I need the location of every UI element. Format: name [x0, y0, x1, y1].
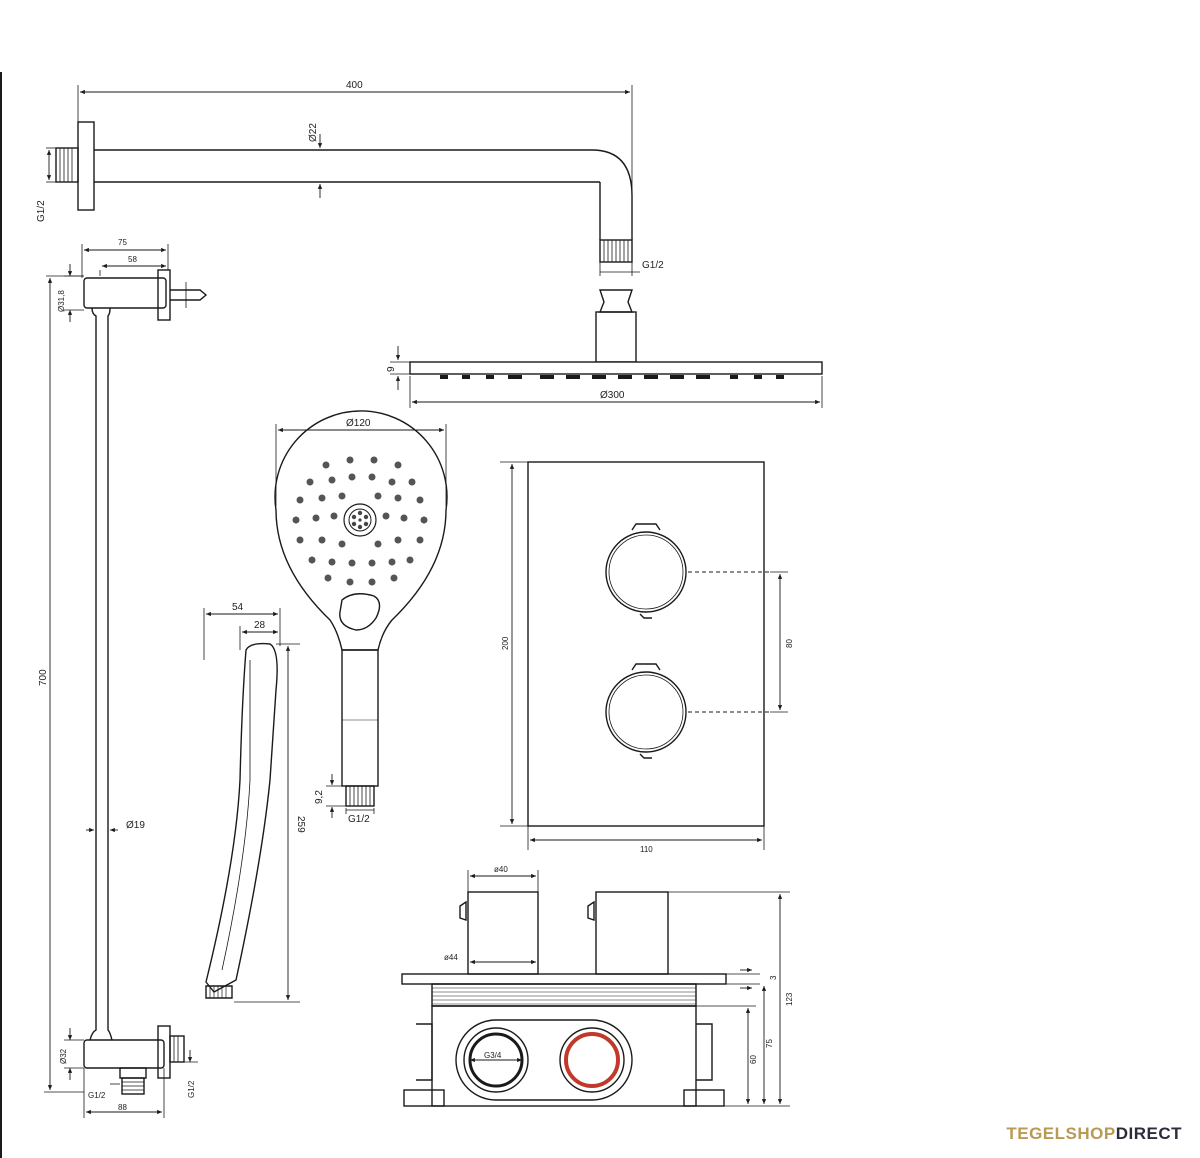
- dim-hand-side-54: 54: [232, 602, 244, 613]
- dim-wall-thread: G1/2: [36, 200, 47, 222]
- dim-bar-bottom-diameter: Ø32: [59, 1048, 68, 1064]
- dim-bar-bottom-88: 88: [118, 1103, 127, 1112]
- dim-arm-diameter: Ø22: [308, 123, 319, 142]
- dim-valve-123: 123: [785, 992, 794, 1006]
- dim-valve-75: 75: [765, 1039, 774, 1048]
- dim-valve-60: 60: [749, 1055, 758, 1064]
- dim-hand-thread: G1/2: [348, 814, 370, 825]
- dim-bar-tube-diameter: Ø19: [126, 820, 145, 831]
- hand-shower-front: [274, 410, 448, 807]
- dim-hand-thread-9-2: 9,2: [314, 790, 325, 804]
- dim-hand-length: 259: [295, 816, 306, 833]
- dim-valve-d40: ø40: [494, 865, 508, 874]
- dim-plate-width: 110: [640, 845, 653, 854]
- dim-bar-top-diameter: Ø31,8: [57, 290, 66, 312]
- dim-arm-length: 400: [346, 80, 363, 91]
- dim-bar-bottom-g12-left: G1/2: [88, 1091, 106, 1100]
- brand-logo: TEGELSHOPDIRECT: [1006, 1124, 1182, 1144]
- concealed-valve: [401, 891, 727, 1107]
- shower-head: [409, 289, 823, 379]
- dim-valve-3: 3: [769, 975, 778, 980]
- dim-hand-diameter: Ø120: [346, 418, 371, 429]
- dim-head-height: 9: [386, 366, 397, 372]
- dim-knob-spacing: 80: [785, 639, 794, 648]
- dim-hand-side-28: 28: [254, 620, 266, 631]
- dim-bar-bracket-58: 58: [128, 255, 137, 264]
- slide-bar: [83, 269, 208, 1095]
- thermostat-plate: [527, 461, 770, 827]
- dim-plate-height: 200: [501, 636, 510, 650]
- dim-bar-length: 700: [38, 669, 49, 686]
- dim-valve-g34: G3/4: [484, 1051, 502, 1060]
- shower-arm: [55, 121, 633, 263]
- dim-head-thread: G1/2: [642, 260, 664, 271]
- dim-bar-bottom-g12-right: G1/2: [187, 1080, 196, 1098]
- brand-part1: TEGELSHOP: [1006, 1124, 1116, 1143]
- dim-valve-d44: ø44: [444, 953, 458, 962]
- dim-head-diameter: Ø300: [600, 390, 625, 401]
- dim-bar-bracket-75: 75: [118, 238, 127, 247]
- brand-part2: DIRECT: [1115, 1124, 1182, 1143]
- hand-shower-side: [205, 642, 278, 999]
